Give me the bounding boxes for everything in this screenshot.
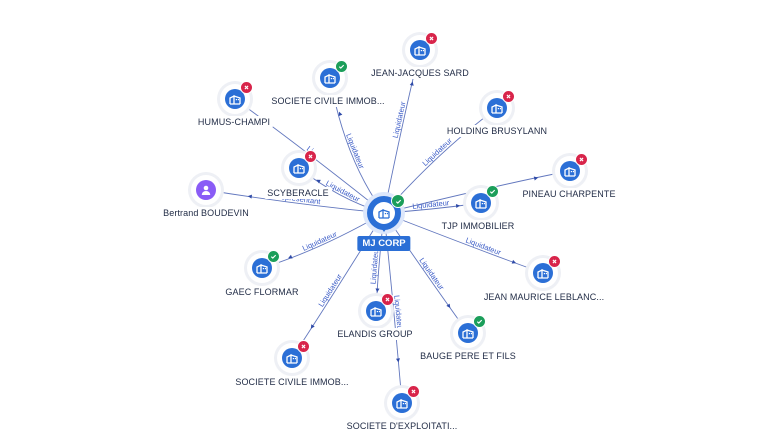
node-circle [315,60,348,93]
node-label[interactable]: Bertrand BOUDEVIN [160,207,252,219]
node-label[interactable]: HOLDING BRUSYLANN [443,125,551,137]
person-icon [196,180,216,200]
node-circle [361,293,394,326]
node-circle [220,81,253,114]
edge-arrow-icon [409,81,414,86]
status-closed-icon [548,255,561,268]
edge-label: Li [305,144,315,155]
node-label[interactable]: SOCIETE CIVILE IMMOB... [232,376,352,388]
company-icon [252,258,272,278]
edge-bertrand [205,189,385,214]
status-closed-icon [297,340,310,353]
node-circle [528,255,561,288]
company-icon [487,98,507,118]
company-icon [225,89,245,109]
edge-arrow-icon [316,179,321,184]
edge-arrow-icon [338,111,343,117]
edge-label: Liquidateur [344,132,366,170]
node-circle [405,32,438,65]
status-closed-icon [407,385,420,398]
edge-label: Liquidateur [412,198,450,211]
status-closed-icon [304,150,317,163]
node-circle [247,250,280,283]
company-icon [392,393,412,413]
status-closed-icon [240,81,253,94]
edge-label: Liquidateur [301,229,339,253]
node-label[interactable]: SOCIETE D'EXPLOITATI... [343,420,461,432]
edge-label: Liquidateur [391,100,408,139]
company-icon [560,161,580,181]
node-label[interactable]: ELANDIS GROUP [334,328,416,340]
company-icon [282,348,302,368]
edge-arrow-icon [533,176,539,181]
company-icon [533,263,553,283]
status-ok-icon [473,315,486,328]
company-icon [410,40,430,60]
company-icon [366,301,386,321]
node-label[interactable]: JEAN MAURICE LEBLANC... [480,291,608,303]
node-label[interactable]: HUMUS-CHAMPI [194,116,274,128]
company-icon [373,202,395,224]
status-closed-icon [425,32,438,45]
node-circle [482,90,515,123]
center-node-label[interactable]: MJ CORP [357,236,411,251]
edge-label: Liquidateur [316,272,344,309]
edge-label: Liquidateur [417,256,446,292]
node-circle [387,385,420,418]
node-circle [466,185,499,218]
node-label[interactable]: TJP IMMOBILIER [438,220,518,232]
company-icon [458,323,478,343]
node-circle [277,340,310,373]
node-circle [555,153,588,186]
edge-label: Liquidateur [392,295,405,333]
node-circle [453,315,486,348]
edge-arrow-icon [455,204,461,208]
status-closed-icon [502,90,515,103]
map-pin-icon [367,196,401,232]
edge-arrow-icon [247,194,253,199]
company-icon [471,193,491,213]
edge-label: Liquidateur [421,136,455,168]
node-circle [191,175,221,205]
company-icon [320,68,340,88]
node-circle [284,150,317,183]
node-label[interactable]: BAUGE PERE ET FILS [417,350,519,362]
edge-arrow-icon [375,288,380,293]
node-label[interactable]: GAEC FLORMAR [222,286,302,298]
company-icon [289,158,309,178]
node-label[interactable]: SOCIETE CIVILE IMMOB... [268,95,388,107]
edge-label: Liquidateur [369,246,381,284]
node-label[interactable]: PINEAU CHARPENTE [519,188,619,200]
edge-arrow-icon [310,324,315,329]
status-ok-icon [267,250,280,263]
edge-arrow-icon [396,358,400,363]
node-label[interactable]: JEAN-JACQUES SARD [368,67,472,79]
status-closed-icon [575,153,588,166]
node-label[interactable]: SCYBERACLE [264,187,332,199]
status-ok-icon [335,60,348,73]
edge-arrow-icon [288,254,293,259]
status-ok-icon [391,194,405,208]
edge-arrow-icon [446,303,451,309]
center-node-mj-corp[interactable] [367,194,405,232]
edge-arrow-icon [511,259,517,264]
status-ok-icon [486,185,499,198]
status-closed-icon [381,293,394,306]
